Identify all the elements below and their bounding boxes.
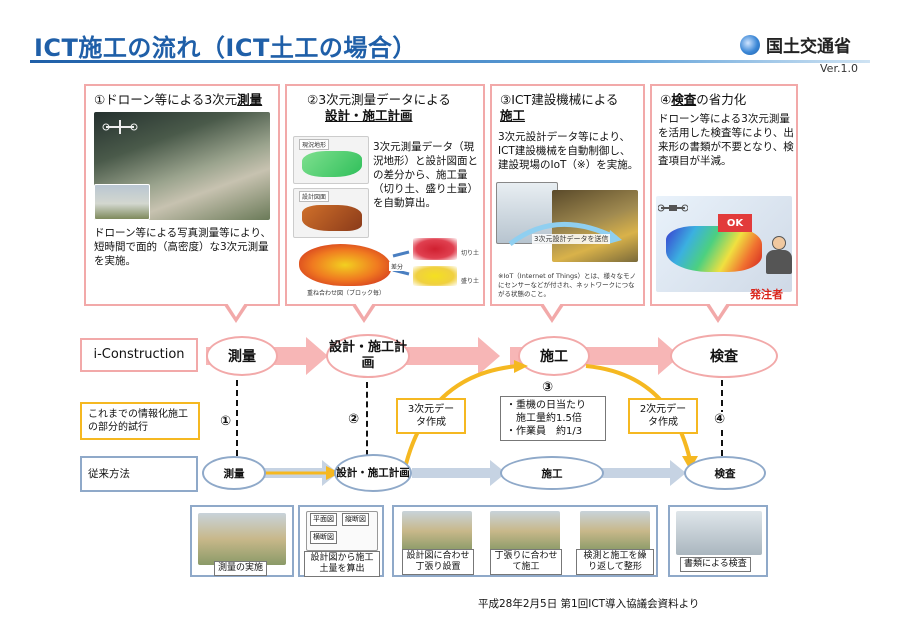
survey-photo <box>198 513 286 565</box>
panel-design: ②3次元測量データによる設計・施工計画 現況地形 設計図面 3次元測量データ（現… <box>285 84 485 306</box>
overlay-heatmap <box>299 244 391 286</box>
panel-inspection-heading-suffix: の省力化 <box>696 92 747 107</box>
partial-trial-label: これまでの情報化施工の部分的試行 <box>80 402 200 440</box>
caption-design: 設計図から施工土量を算出 <box>304 551 380 577</box>
drone-icon <box>658 204 688 212</box>
panel-construction-description: 3次元設計データ等により、ICT建設機械を自動制御し、建設現場のIoT（※）を実… <box>498 131 639 171</box>
person-body <box>766 250 792 274</box>
version-label: Ver.1.0 <box>820 62 858 75</box>
callout-2d-data: 2次元データ作成 <box>628 398 698 434</box>
conventional-label: 従来方法 <box>80 456 198 492</box>
conv-node-survey: 測量 <box>202 456 266 490</box>
panel-survey-heading-bold: 測量 <box>237 92 263 107</box>
dash-design <box>366 382 368 456</box>
tag-plan: 平面図 <box>310 513 337 526</box>
conventional-flow-arrows <box>260 460 686 486</box>
step-number-4: ④ <box>712 412 728 427</box>
bottom-panel-design: 平面図 縦断図 横断図 設計図から施工土量を算出 <box>298 505 384 577</box>
i-construction-label: i-Construction <box>80 338 198 372</box>
documents-photo <box>676 511 762 555</box>
caption-stake-work: 丁張りに合わせて施工 <box>490 549 562 575</box>
cut-soil-map <box>413 238 457 260</box>
step-number-2: ② <box>346 412 362 427</box>
panel-survey-description: ドローン等による写真測量等により、短時間で面的（高密度）な3次元測量を実施。 <box>94 227 272 267</box>
design-drawing-map <box>293 188 369 238</box>
inspection-heatmap <box>666 226 762 272</box>
panel-construction: ③ICT建設機械による施工 3次元設計データ等により、ICT建設機械を自動制御し… <box>490 84 645 306</box>
drone-icon <box>102 120 138 134</box>
tag-cross: 横断図 <box>310 531 337 544</box>
panel-inspection-heading-bold: 検査 <box>671 92 697 107</box>
bottom-panel-survey: 測量の実施 <box>190 505 294 577</box>
data-transfer-arrow-icon <box>508 221 622 246</box>
page-title: ICT施工の流れ（ICT土工の場合） <box>34 34 417 62</box>
tag-send-data: 3次元設計データを送信 <box>532 234 611 244</box>
panel-survey-pointer <box>224 303 248 323</box>
logo-text: 国土交通省 <box>766 37 851 57</box>
panel-design-heading: ②3次元測量データによる設計・施工計画 <box>295 92 475 124</box>
tag-cut: 切り土 <box>459 248 482 257</box>
panel-design-pointer <box>352 303 376 323</box>
ministry-logo-icon <box>740 34 760 55</box>
panel-construction-heading-bold: 施工 <box>500 108 526 123</box>
ict-node-construction: 施工 <box>518 336 590 376</box>
panel-construction-heading-prefix: ③ICT建設機械による <box>500 92 619 107</box>
tag-diff: 差分 <box>389 262 406 271</box>
tag-current: 現況地形 <box>299 139 330 150</box>
conv-node-design: 設計・施工計画 <box>334 454 412 492</box>
orderer-label: 発注者 <box>750 288 783 301</box>
tag-profile: 縦断図 <box>342 513 369 526</box>
panel-design-description: 3次元測量データ（現況地形）と設計図面との差分から、施工量（切り土、盛り土量）を… <box>373 141 478 209</box>
panel-inspection: ④検査の省力化 ドローン等による3次元測量を活用した検査等により、出来形の書類が… <box>650 84 798 306</box>
staking-photo <box>402 511 472 551</box>
stake-work-photo <box>490 511 560 551</box>
ict-node-inspection: 検査 <box>670 334 778 378</box>
title-underline <box>30 60 870 63</box>
panel-design-heading-bold: 設計・施工計画 <box>325 108 413 123</box>
panel-survey-heading: ①ドローン等による3次元測量 <box>94 92 270 108</box>
current-terrain-map <box>293 136 369 184</box>
tag-fill: 盛り土 <box>459 276 482 285</box>
caption-inspection: 書類による検査 <box>680 557 751 572</box>
panel-inspection-heading-prefix: ④ <box>660 92 672 107</box>
iot-footnote: ※IoT（Internet of Things）とは、様々なモノにセンサーなどが… <box>498 272 637 298</box>
ict-node-design: 設計・施工計画 <box>326 334 410 378</box>
callout-3d-data: 3次元データ作成 <box>396 398 466 434</box>
green-terrain-shape <box>302 151 362 177</box>
panel-inspection-pointer <box>706 303 730 323</box>
caption-staking: 設計図に合わせ丁張り設置 <box>402 549 474 575</box>
dash-survey <box>236 380 238 456</box>
caption-survey: 測量の実施 <box>214 561 268 576</box>
drone-operator-photo <box>94 184 150 220</box>
tag-design: 設計図面 <box>299 191 330 202</box>
effect-note: ・重機の日当たり 施工量約1.5倍 ・作業員 約1/3 <box>500 396 606 441</box>
panel-construction-heading: ③ICT建設機械による施工 <box>500 92 635 124</box>
bottom-panel-inspection: 書類による検査 <box>668 505 768 577</box>
step-number-1: ① <box>218 414 234 429</box>
panel-design-heading-prefix: ②3次元測量データによる <box>307 92 451 107</box>
conv-node-inspection: 検査 <box>684 456 766 490</box>
orange-terrain-shape <box>302 205 362 231</box>
step-number-3: ③ <box>540 380 556 395</box>
orderer-person-icon <box>764 236 794 278</box>
person-head <box>772 236 786 250</box>
panel-survey-heading-prefix: ①ドローン等による3次元 <box>94 92 238 107</box>
ministry-logo: 国土交通省 <box>740 32 851 57</box>
ok-badge: OK <box>718 214 752 232</box>
ict-node-survey: 測量 <box>206 336 278 376</box>
shaping-photo <box>580 511 650 551</box>
effect-line-1: ・重機の日当たり <box>506 400 586 411</box>
conv-node-construction: 施工 <box>500 456 604 490</box>
effect-line-3: ・作業員 約1/3 <box>506 426 583 437</box>
panel-construction-pointer <box>540 303 564 323</box>
effect-line-2: 施工量約1.5倍 <box>516 413 582 424</box>
panel-inspection-heading: ④検査の省力化 <box>660 92 788 108</box>
caption-shaping: 検測と施工を繰り返して整形 <box>576 549 654 575</box>
panel-inspection-description: ドローン等による3次元測量を活用した検査等により、出来形の書類が不要となり、検査… <box>658 113 794 167</box>
source-note: 平成28年2月5日 第1回ICT導入協議会資料より <box>478 598 700 610</box>
bottom-panel-construction: 設計図に合わせ丁張り設置 丁張りに合わせて施工 検測と施工を繰り返して整形 <box>392 505 658 577</box>
fill-soil-map <box>413 266 457 286</box>
panel-survey: ①ドローン等による3次元測量 ドローン等による写真測量等により、短時間で面的（高… <box>84 84 280 306</box>
tag-overlay: 重ね合わせ図（ブロック毎） <box>305 288 388 297</box>
